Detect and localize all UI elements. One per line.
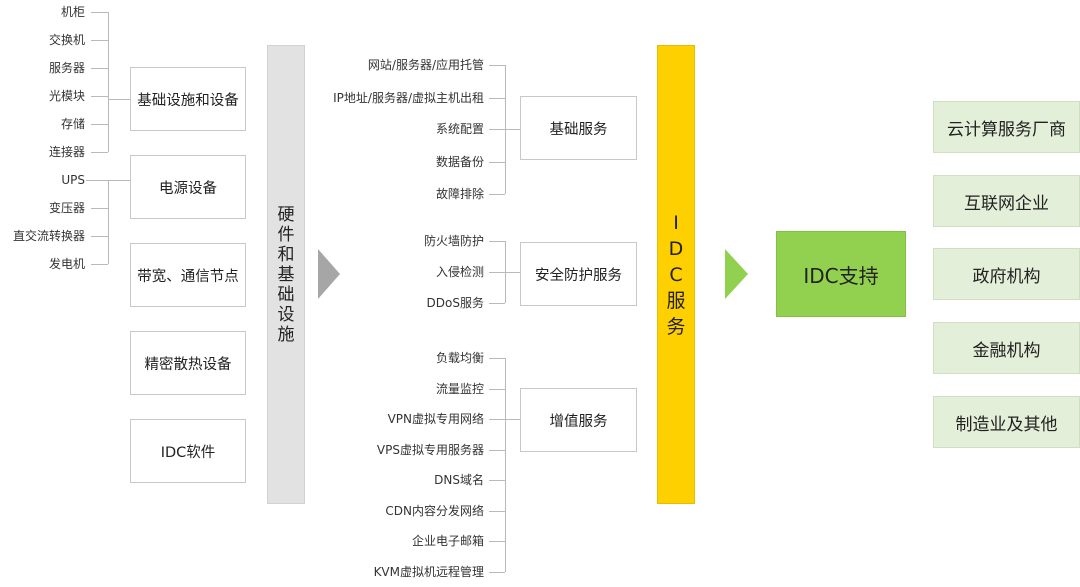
category-box-bandwidth: 带宽、通信节点 bbox=[130, 243, 246, 307]
service-item-label: VPS虚拟专用服务器 bbox=[376, 443, 484, 457]
service-item-label: 数据备份 bbox=[435, 155, 484, 169]
bar-char: 硬 bbox=[277, 204, 295, 225]
service-box-value-added: 增值服务 bbox=[520, 388, 637, 452]
service-item-label: 入侵检测 bbox=[435, 265, 484, 279]
bar-char: 基 bbox=[277, 264, 295, 285]
category-box-idc-software: IDC软件 bbox=[130, 419, 246, 483]
service-item-label: 故障排除 bbox=[435, 187, 484, 201]
bar-char: 施 bbox=[277, 324, 295, 345]
right-arrow-green bbox=[725, 249, 748, 299]
customer-box-cloud-vendor: 云计算服务厂商 bbox=[933, 101, 1080, 153]
item-label: 直交流转换器 bbox=[12, 229, 85, 243]
bar-char: 和 bbox=[277, 244, 295, 265]
customer-box-internet-company: 互联网企业 bbox=[933, 175, 1080, 227]
hardware-infrastructure-bar: 硬 件 和 基 础 设 施 bbox=[267, 45, 305, 504]
service-box-security: 安全防护服务 bbox=[520, 242, 637, 306]
bar-char: 服 bbox=[666, 289, 686, 312]
bar-char: D bbox=[668, 237, 684, 260]
customer-box-government: 政府机构 bbox=[933, 248, 1080, 300]
item-label: 光模块 bbox=[48, 89, 85, 103]
category-box-power: 电源设备 bbox=[130, 155, 246, 219]
category-box-cooling: 精密散热设备 bbox=[130, 331, 246, 395]
item-label: 存储 bbox=[60, 117, 85, 131]
service-item-label: VPN虚拟专用网络 bbox=[387, 412, 484, 426]
item-label: 发电机 bbox=[48, 257, 85, 271]
service-item-label: 网站/服务器/应用托管 bbox=[367, 58, 484, 72]
bar-char: 设 bbox=[277, 304, 295, 325]
customer-box-finance: 金融机构 bbox=[933, 322, 1080, 374]
service-box-basic: 基础服务 bbox=[520, 96, 637, 160]
service-item-label: 系统配置 bbox=[435, 122, 484, 136]
item-label: 服务器 bbox=[48, 61, 85, 75]
right-arrow-gray bbox=[318, 249, 340, 299]
customer-box-manufacturing: 制造业及其他 bbox=[933, 396, 1080, 448]
item-label: UPS bbox=[61, 173, 85, 187]
service-item-label: KVM虚拟机远程管理 bbox=[373, 565, 484, 579]
service-item-label: 企业电子邮箱 bbox=[411, 534, 484, 548]
service-item-label: 流量监控 bbox=[435, 382, 484, 396]
idc-support-box: IDC支持 bbox=[776, 231, 906, 317]
bar-char: 件 bbox=[277, 224, 295, 245]
service-item-label: 负载均衡 bbox=[435, 351, 484, 365]
service-item-label: 防火墙防护 bbox=[423, 234, 484, 248]
bar-char: 务 bbox=[666, 315, 686, 338]
idc-services-bar: I D C 服 务 bbox=[657, 45, 695, 504]
service-item-label: CDN内容分发网络 bbox=[385, 504, 484, 518]
service-item-label: IP地址/服务器/虚拟主机出租 bbox=[333, 91, 484, 105]
item-label: 机柜 bbox=[60, 5, 85, 19]
bar-char: I bbox=[673, 211, 679, 234]
item-label: 交换机 bbox=[48, 33, 85, 47]
bar-char: C bbox=[669, 263, 683, 286]
category-box-infrastructure: 基础设施和设备 bbox=[130, 67, 246, 131]
item-label: 变压器 bbox=[48, 201, 85, 215]
item-label: 连接器 bbox=[48, 145, 85, 159]
service-item-label: DDoS服务 bbox=[426, 296, 484, 310]
bar-char: 础 bbox=[277, 284, 295, 305]
service-item-label: DNS域名 bbox=[434, 473, 484, 487]
